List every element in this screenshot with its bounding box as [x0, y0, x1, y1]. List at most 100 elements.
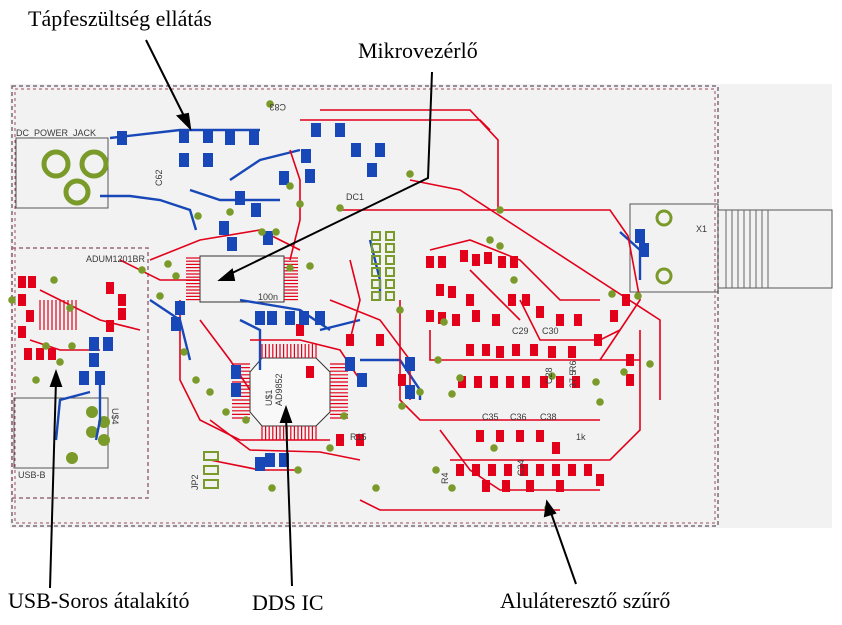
header-pin	[385, 255, 395, 265]
bottom-pad	[351, 143, 361, 157]
sma-thread-lines	[725, 210, 769, 288]
bottom-pad	[203, 129, 213, 143]
header-pin	[371, 255, 381, 265]
silk-dc-power-jack: DC_POWER_JACK	[16, 128, 96, 138]
bottom-pad	[251, 203, 261, 217]
top-trace	[199, 319, 251, 391]
bottom-trace	[229, 148, 301, 181]
sma-pad	[655, 267, 673, 285]
via	[32, 376, 40, 384]
via	[448, 390, 456, 398]
via	[372, 484, 380, 492]
via	[596, 398, 604, 406]
top-pad	[610, 310, 618, 322]
silk-u1: U$1	[264, 389, 274, 406]
top-pad	[492, 314, 500, 326]
top-pad	[552, 464, 560, 476]
label-usb-serial: USB-Soros átalakító	[8, 588, 190, 613]
top-trace	[329, 299, 411, 400]
top-trace	[359, 499, 560, 511]
via	[490, 444, 498, 452]
bottom-pad	[89, 337, 99, 351]
via	[608, 290, 616, 298]
arrow-power	[145, 39, 187, 121]
silk-jp2: JP2	[190, 474, 200, 490]
top-pad	[552, 442, 560, 454]
top-pad	[306, 366, 314, 378]
silk-c36: C36	[510, 412, 527, 422]
bottom-pad	[95, 371, 105, 385]
top-pad	[36, 348, 44, 360]
label-power-supply: Tápfeszültség ellátás	[28, 6, 212, 31]
via	[66, 304, 74, 312]
label-lowpass-filter: Aluláteresztő szűrő	[500, 588, 671, 613]
bottom-pad	[231, 365, 241, 379]
header-pin	[385, 267, 395, 277]
top-pad	[484, 252, 492, 264]
bottom-pad	[301, 149, 311, 163]
silk-c35: C35	[482, 412, 499, 422]
header-pin	[371, 231, 381, 241]
via	[192, 376, 200, 384]
via	[432, 466, 440, 474]
bottom-trace	[54, 390, 91, 441]
top-pad	[540, 376, 548, 388]
dc-jack-body	[15, 137, 109, 209]
top-trace	[340, 209, 641, 361]
top-trace	[39, 289, 141, 331]
silk-r15: R15	[350, 432, 367, 442]
top-pad	[584, 464, 592, 476]
via	[340, 412, 348, 420]
top-pad	[522, 376, 530, 388]
bottom-pad	[219, 221, 229, 235]
dds-ic-body	[249, 357, 331, 427]
via	[268, 484, 276, 492]
top-trace	[469, 269, 521, 321]
top-pad	[536, 464, 544, 476]
bottom-pad	[315, 311, 325, 325]
top-pad	[504, 464, 512, 476]
bottom-pad	[171, 317, 181, 331]
header-pin	[385, 279, 395, 289]
silk-dc1: DC1	[346, 192, 364, 202]
top-pad	[18, 276, 26, 288]
top-trace	[429, 330, 640, 361]
top-pad	[336, 434, 344, 446]
silk-37-5: 37,5	[568, 370, 578, 388]
bottom-pad	[635, 229, 645, 243]
via	[434, 356, 442, 364]
silk-c62: C62	[154, 169, 164, 186]
via	[8, 296, 16, 304]
silk-r6: R6	[568, 360, 578, 372]
bottom-pad	[103, 337, 113, 351]
via	[206, 388, 214, 396]
bottom-pad	[299, 311, 309, 325]
label-microcontroller: Mikrovezérlő	[358, 38, 478, 63]
top-pad	[118, 294, 126, 306]
top-pad	[18, 326, 26, 338]
top-pad	[438, 312, 446, 324]
top-pad	[482, 344, 490, 356]
via	[486, 236, 494, 244]
bottom-pad	[405, 385, 415, 399]
top-pad	[496, 430, 504, 442]
top-pad	[594, 334, 602, 346]
top-pad	[516, 430, 524, 442]
header-pin	[385, 243, 395, 253]
top-trace	[349, 259, 361, 341]
bottom-pad	[345, 357, 355, 371]
arrowhead-mcu	[217, 268, 236, 281]
bottom-pad	[255, 311, 265, 325]
usb-b-body	[13, 397, 109, 469]
header-pin	[385, 231, 395, 241]
silk-usb-b: USB-B	[18, 470, 46, 480]
top-pad	[472, 254, 480, 266]
bottom-pad	[357, 373, 367, 387]
top-pad	[18, 294, 26, 306]
top-trace	[149, 229, 301, 261]
bottom-pad	[267, 311, 277, 325]
bottom-pad	[227, 237, 237, 251]
via	[222, 408, 230, 416]
via	[242, 416, 250, 424]
bottom-pad	[117, 131, 127, 145]
